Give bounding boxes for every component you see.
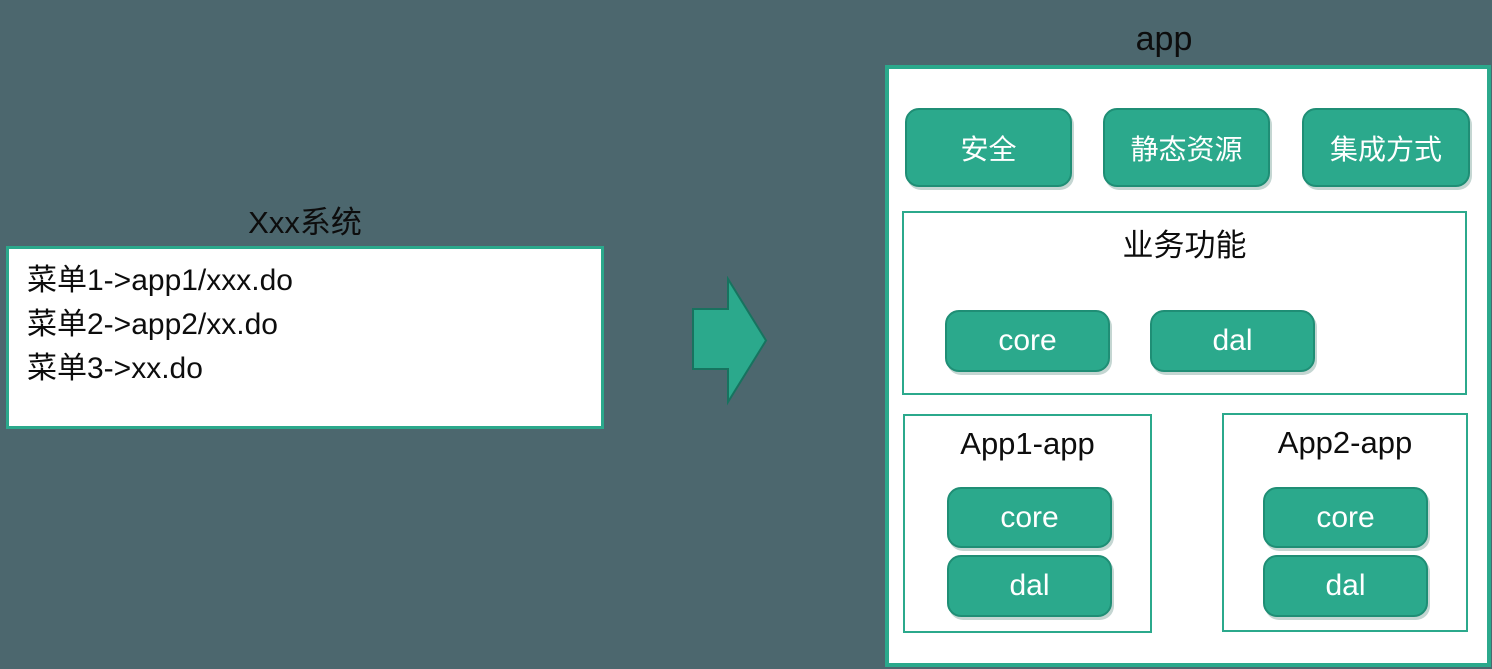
right-arrow-icon [692,276,768,406]
app2-title: App2-app [1277,425,1413,460]
app1-title: App1-app [960,426,1095,461]
static-resources-shape: 静态资源 [1103,108,1270,187]
menu-line-list: 菜单1->app1/xxx.do 菜单2->app2/xx.do 菜单3->xx… [27,259,591,391]
business-function-title: 业务功能 [1122,228,1247,263]
app-panel-title: app [1135,20,1193,58]
app2-dal-module: dal [1263,555,1428,617]
menu-line: 菜单3->xx.do [27,352,203,385]
app1-core-module: core [947,487,1112,548]
business-core-module: core [945,310,1110,372]
app2-core-module: core [1263,487,1428,548]
security-shape: 安全 [905,108,1072,187]
menu-line: 菜单2->app2/xx.do [27,308,278,341]
business-dal-module: dal [1150,310,1315,372]
integration-mode-shape: 集成方式 [1302,108,1470,187]
app1-dal-module: dal [947,555,1112,617]
menu-line: 菜单1->app1/xxx.do [27,264,293,297]
system-title: Xxx系统 [248,205,362,240]
menu-box: 菜单1->app1/xxx.do 菜单2->app2/xx.do 菜单3->xx… [6,246,604,429]
